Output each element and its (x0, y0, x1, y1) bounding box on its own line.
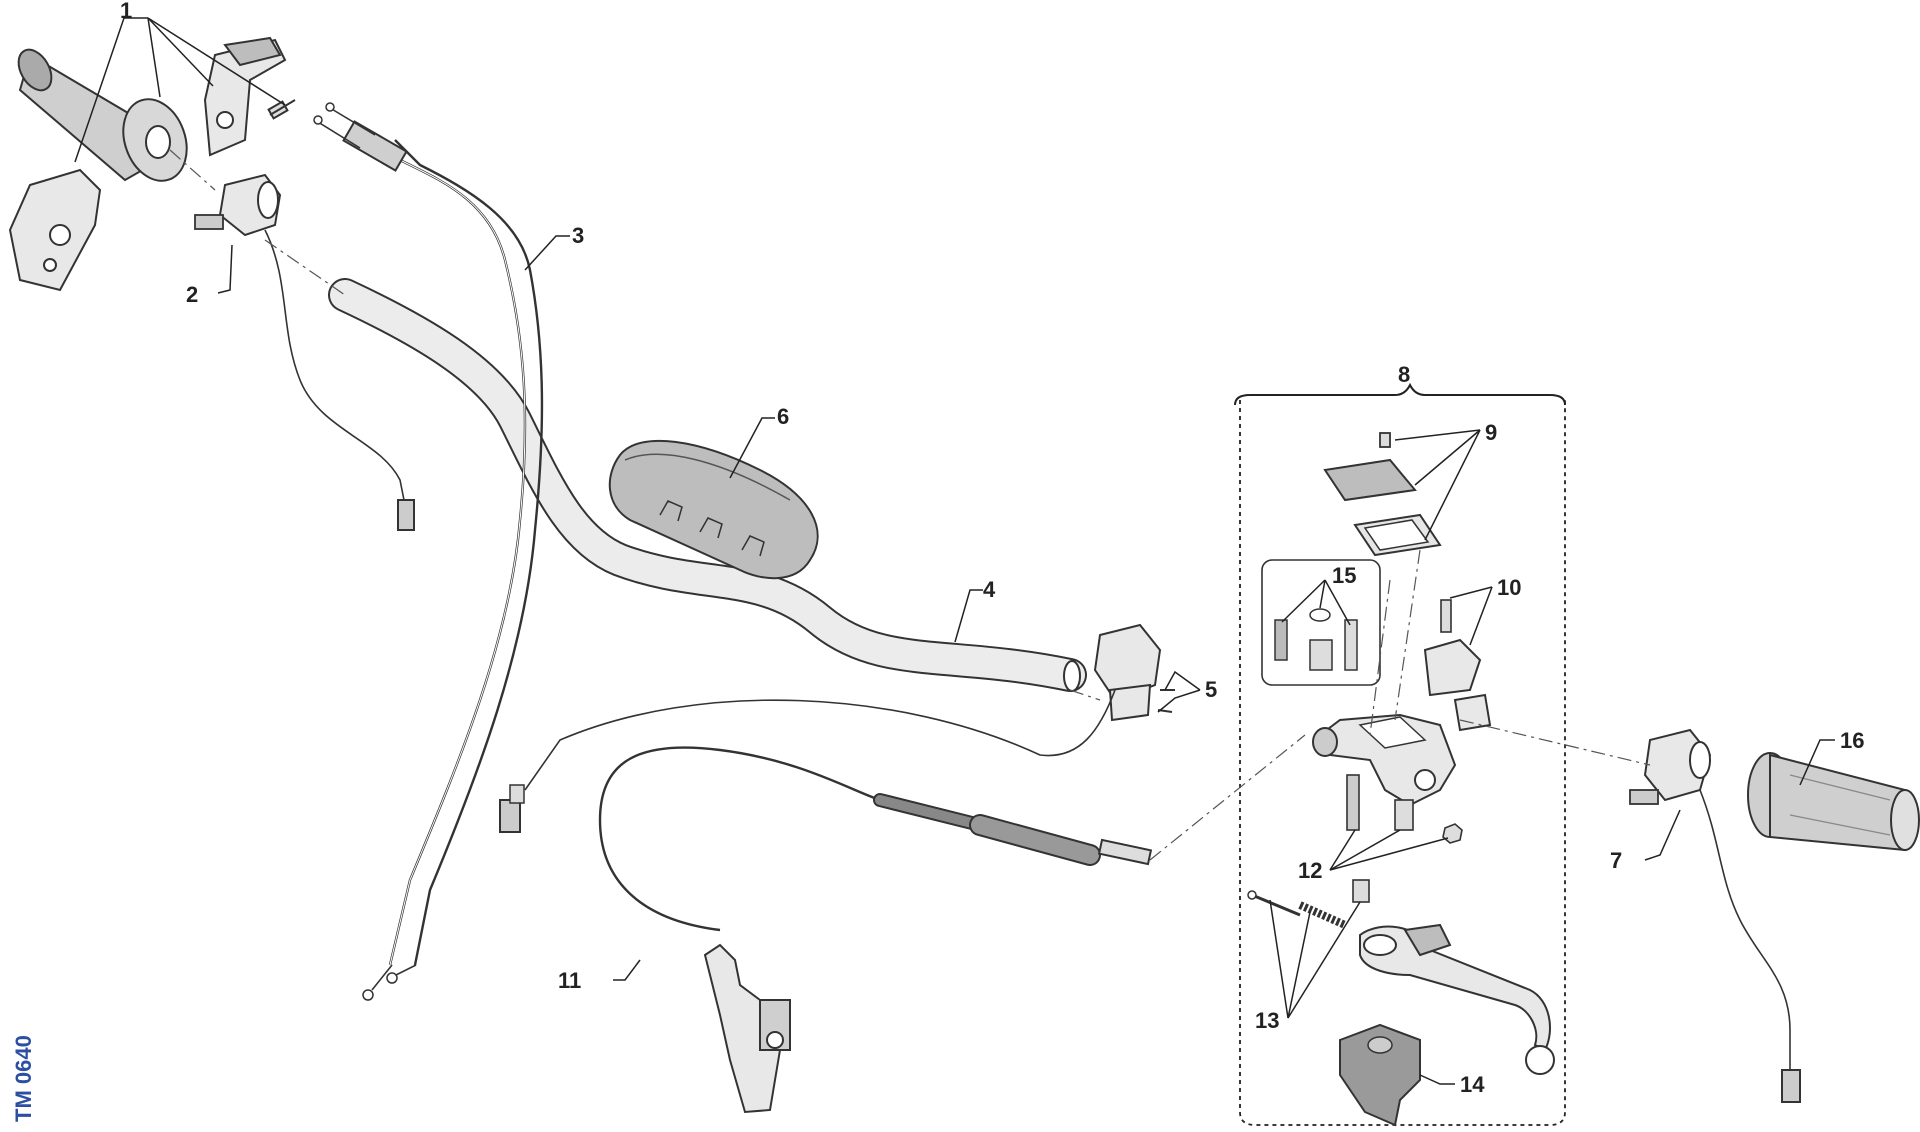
callout-14: 14 (1460, 1072, 1485, 1097)
clutch-lever (1247, 879, 1555, 1075)
callout-10: 10 (1497, 575, 1521, 600)
callout-5: 5 (1205, 677, 1217, 702)
drawing-code: TM 0640 (11, 1035, 36, 1122)
callout-labels: 1 2 3 4 5 6 7 8 9 10 11 12 13 14 15 16 (120, 0, 1864, 1097)
handlebar (328, 278, 1087, 692)
callout-9: 9 (1485, 420, 1497, 445)
callout-7: 7 (1610, 848, 1622, 873)
assembly-center-lines (169, 149, 1651, 861)
right-switch-clamp (499, 623, 1175, 833)
lever-cover (1339, 1023, 1421, 1127)
right-switch (1629, 728, 1801, 1103)
callout-13: 13 (1255, 1008, 1279, 1033)
leader-lines (74, 17, 1835, 1085)
callout-8: 8 (1398, 362, 1410, 387)
right-grip (1747, 752, 1920, 852)
callout-6: 6 (777, 404, 789, 429)
callout-4: 4 (983, 577, 996, 602)
callout-2: 2 (186, 282, 198, 307)
left-switch (194, 173, 415, 531)
throttle-screw (267, 99, 296, 120)
callout-1: 1 (120, 0, 132, 23)
callout-16: 16 (1840, 728, 1864, 753)
kit-brace (1234, 382, 1566, 406)
callout-11: 11 (558, 968, 581, 993)
throttle-grip-assembly (8, 36, 296, 292)
reservoir-cap-and-gasket (1323, 432, 1442, 557)
clutch-cable (598, 746, 1153, 1114)
callout-15: 15 (1332, 563, 1356, 588)
handlebar-pad (608, 439, 819, 580)
throttle-cables (313, 102, 544, 1001)
seal-kit-box (1261, 559, 1381, 686)
callout-3: 3 (572, 223, 584, 248)
callout-12: 12 (1298, 858, 1322, 883)
master-cylinder-body (1312, 713, 1457, 807)
clutch-master-cylinder-kit-box (1239, 400, 1566, 1126)
